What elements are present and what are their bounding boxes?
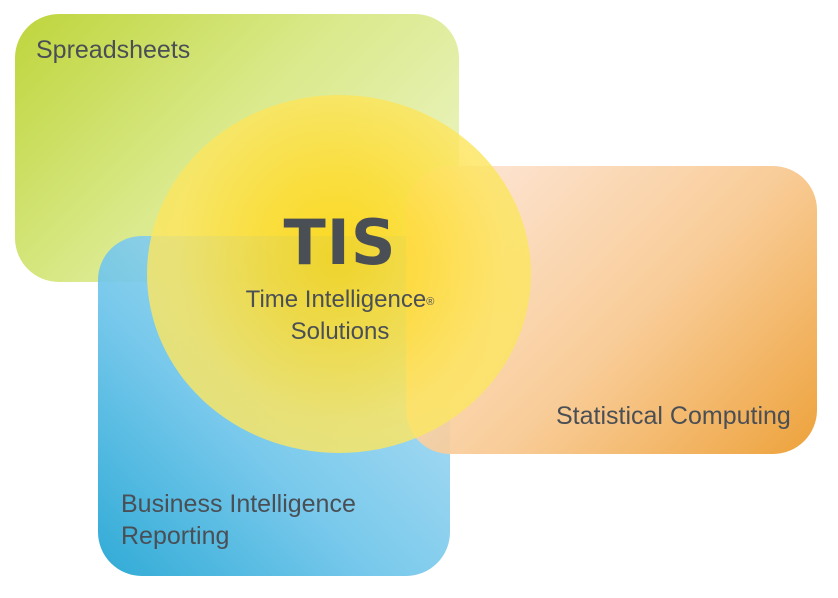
- business-intelligence-label-line1: Business Intelligence: [121, 490, 356, 518]
- tis-subtitle: Time Intelligence® Solutions: [200, 284, 480, 348]
- business-intelligence-label: Business Intelligence Reporting: [121, 488, 356, 552]
- tis-title: TIS: [283, 206, 397, 279]
- statistical-computing-label: Statistical Computing: [556, 402, 791, 430]
- registered-mark: ®: [426, 296, 435, 308]
- tis-circle: [147, 95, 531, 453]
- spreadsheets-label: Spreadsheets: [36, 36, 191, 64]
- tis-subtitle-line1: Time Intelligence®: [200, 284, 480, 316]
- tis-subtitle-text1: Time Intelligence: [245, 286, 427, 313]
- business-intelligence-label-line2: Reporting: [121, 522, 230, 550]
- tis-subtitle-line2: Solutions: [290, 318, 390, 345]
